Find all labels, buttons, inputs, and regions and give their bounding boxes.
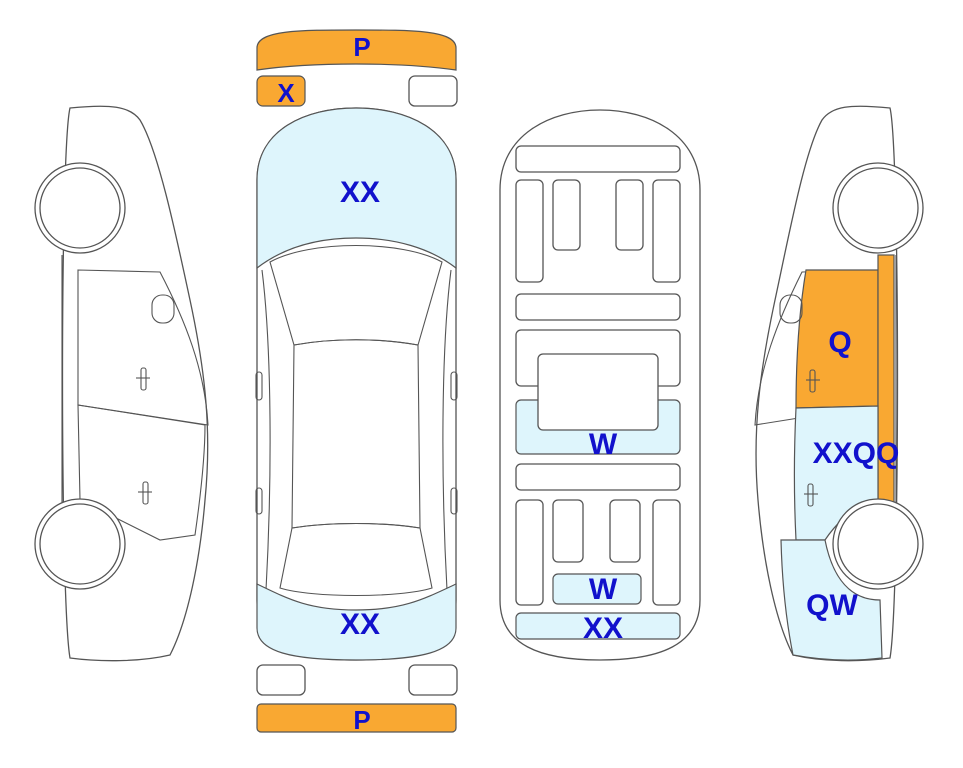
floor-rear-inner-right (609, 499, 641, 563)
front-left-part (256, 75, 306, 107)
floor-rear (552, 573, 642, 605)
floor-middle-mark: W (589, 428, 618, 461)
rear-bumper-mark: P (353, 705, 370, 735)
top-right-handle (450, 487, 458, 515)
right-rear-fender (780, 539, 883, 661)
front-right-part (408, 75, 458, 107)
front-bumper (256, 29, 457, 71)
top-right-mirror (450, 371, 458, 401)
floor-rear-right-rail (652, 499, 681, 606)
floor-front-right-rail (652, 179, 681, 283)
top-view: P X XX XX P (255, 29, 458, 735)
right-rear-door-mark: XXQQ (813, 437, 900, 470)
left-front-door (77, 404, 206, 541)
rear-left-part (256, 664, 306, 696)
right-side-view: Q XXQQ QW (754, 105, 924, 662)
floor-rear-inner-left (552, 499, 584, 563)
top-left-handle (255, 487, 263, 515)
left-window (77, 269, 209, 426)
hood-mark: XX (340, 176, 380, 209)
trunk-mark: XX (340, 608, 380, 641)
left-mirror (151, 294, 175, 324)
floor-rear-left-rail (515, 499, 544, 606)
right-front-door-mark: Q (828, 326, 851, 359)
floor-rear-crossmember (515, 463, 681, 491)
underbody-view: W W XX (499, 109, 701, 661)
left-side-view (34, 105, 209, 662)
floor-rear-bar-mark: XX (583, 612, 623, 645)
right-handle-rear (804, 483, 818, 507)
floor-front-left-rail (515, 179, 544, 283)
rear-bumper (256, 703, 457, 733)
left-pillar-line (261, 269, 271, 591)
right-front-wheel (837, 167, 919, 249)
left-handle-front (136, 367, 150, 391)
top-left-mirror (255, 371, 263, 401)
floor-rear-bar (515, 612, 681, 640)
trunk (256, 583, 457, 661)
rear-right-part (408, 664, 458, 696)
left-front-wheel (39, 167, 121, 249)
right-pillar-line (442, 269, 452, 591)
left-rear-wheel (39, 503, 121, 585)
front-bumper-mark: P (353, 32, 370, 62)
right-rear-fender-mark: QW (806, 589, 858, 622)
hood (256, 107, 457, 270)
right-handle-front (806, 369, 820, 393)
right-mirror (779, 294, 803, 324)
floor-front-inner-left (552, 179, 581, 251)
floor-front-inner-right (615, 179, 644, 251)
front-left-part-mark: X (277, 78, 295, 108)
floor-center-panel (537, 353, 659, 431)
floor-crossmember (515, 293, 681, 321)
floor-front-bar (515, 145, 681, 173)
floor-rear-mark: W (589, 573, 618, 606)
rear-window (279, 522, 433, 597)
right-window (754, 269, 881, 426)
right-rear-wheel (837, 503, 919, 585)
left-handle-rear (138, 481, 152, 505)
